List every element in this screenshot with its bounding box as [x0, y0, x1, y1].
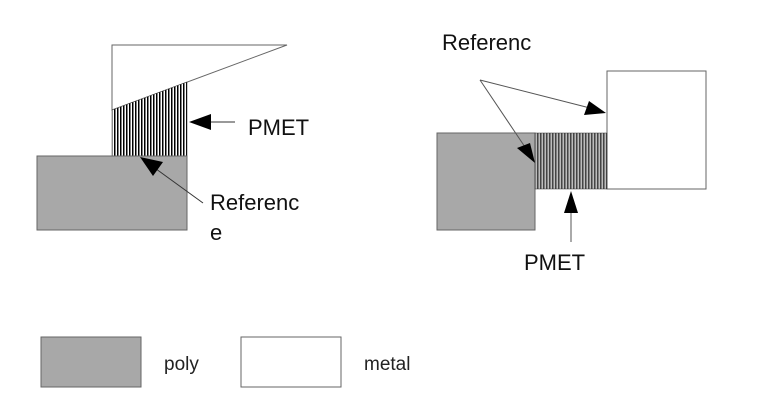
left-pmet-label: PMET	[248, 115, 309, 140]
right-reference-line-1	[479, 79, 591, 109]
legend-poly-label: poly	[164, 354, 199, 375]
right-reference-arrowhead-2	[517, 143, 535, 163]
right-reference-arrowhead-1	[584, 101, 606, 115]
left-pmet-arrowhead	[189, 114, 211, 130]
legend-metal-label: metal	[364, 354, 410, 375]
right-pmet-arrowhead	[564, 191, 578, 213]
right-pmet-label: PMET	[524, 250, 585, 275]
left-reference-label-1: Referenc	[210, 190, 299, 215]
left-reference-arrowhead	[140, 157, 163, 176]
right-reference-label: Referenc	[442, 30, 531, 55]
legend-poly-swatch	[40, 336, 142, 388]
right-metal-rect	[606, 70, 707, 190]
legend: poly metal	[40, 336, 410, 388]
right-reference-line-2	[479, 79, 528, 151]
right-pmet-region	[534, 132, 608, 190]
legend-metal-swatch	[240, 336, 342, 388]
left-figure: PMET Referenc e	[36, 44, 309, 245]
left-reference-label-2: e	[210, 220, 222, 245]
right-figure: Referenc PMET	[436, 30, 707, 275]
left-reference-arrow-line	[151, 165, 204, 204]
left-poly-rect	[36, 155, 188, 231]
